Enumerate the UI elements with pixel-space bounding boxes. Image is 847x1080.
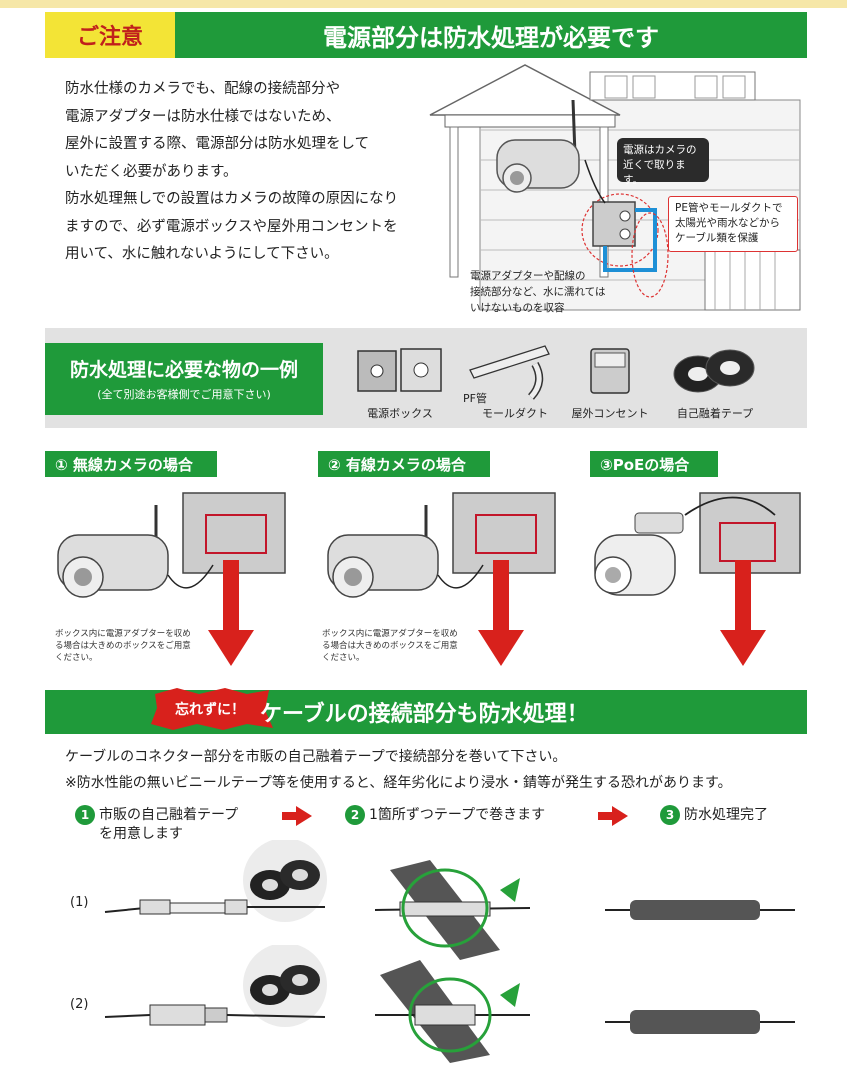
callout-pipe: PE管やモールダクトで 太陽光や雨水などから ケーブル類を保護	[668, 196, 798, 252]
case-label-wireless: ① 無線カメラの場合	[45, 451, 217, 477]
step-number: 2	[345, 805, 365, 825]
body-line: ケーブルのコネクター部分を市販の自己融着テープで接続部分を巻いて下さい。	[65, 749, 567, 765]
row1-step3-illustration	[605, 900, 795, 920]
down-arrow-icon	[720, 560, 766, 666]
pf-pipe-icon	[469, 345, 550, 400]
row1-step2-illustration	[374, 860, 531, 960]
item-label: モールダクト	[482, 407, 548, 420]
item-label: 自己融着テープ	[676, 407, 754, 420]
caution-tag: ご注意	[45, 12, 175, 58]
row2-step3-illustration	[605, 1010, 795, 1034]
intro-line: 防水処理無しでの設置はカメラの故障の原因になり	[65, 191, 399, 207]
down-arrow-icon	[208, 560, 254, 666]
row2-step2-illustration	[375, 960, 530, 1063]
item-label: PF管	[463, 392, 487, 405]
page-title: 電源部分は防水処理が必要です	[323, 23, 659, 52]
right-arrow-icon	[282, 806, 312, 826]
item-label: 屋外コンセント	[571, 407, 649, 420]
section2-body: ケーブルのコネクター部分を市販の自己融着テープで接続部分を巻いて下さい。 ※防水…	[65, 744, 825, 796]
items-title-box: 防水処理に必要な物の一例 (全て別途お客様側でご用意下さい)	[45, 343, 323, 415]
case-note: ボックス内に電源アダプターを収め る場合は大きめのボックスをご用意 ください。	[322, 629, 458, 663]
step-number: 1	[75, 805, 95, 825]
case-poe-illustration	[594, 492, 801, 596]
row-label: (2)	[70, 997, 89, 1012]
intro-line: 電源アダプターは防水仕様ではないため、	[65, 108, 341, 125]
intro-line: ますので、必ず電源ボックスや屋外用コンセントを	[65, 218, 398, 235]
row1-step1-illustration	[104, 840, 327, 922]
intro-text: 防水仕様のカメラでも、配線の接続部分や 電源アダプターは防水仕様ではないため、 …	[65, 76, 425, 269]
item-label: 電源ボックス	[367, 407, 433, 420]
case-wired-illustration	[327, 492, 556, 598]
case-label-wired: ② 有線カメラの場合	[318, 451, 490, 477]
power-box-icon	[357, 348, 442, 392]
row-label: (1)	[70, 895, 89, 910]
step-number: 3	[660, 805, 680, 825]
body-line: ※防水性能の無いビニールテープ等を使用すると、経年劣化により浸水・錆等が発生する…	[65, 775, 732, 791]
down-arrow-icon	[478, 560, 524, 666]
callout-power-near: 電源はカメラの 近くで取ります。	[617, 138, 709, 186]
reminder-badge: 忘れずに！	[175, 702, 245, 718]
right-arrow-icon	[598, 806, 628, 826]
case-note: ボックス内に電源アダプターを収め る場合は大きめのボックスをご用意 ください。	[55, 629, 191, 663]
case-label-poe: ③PoEの場合	[590, 451, 718, 477]
row2-step1-illustration	[104, 945, 327, 1027]
intro-line: 防水仕様のカメラでも、配線の接続部分や	[65, 81, 341, 97]
callout-adapter: 電源アダプターや配線の 接続部分など、水に濡れては いけないものを収容	[470, 270, 606, 314]
case-wireless-illustration	[57, 492, 286, 598]
items-subtitle: (全て別途お客様側でご用意下さい)	[97, 388, 271, 401]
intro-line: いただく必要があります。	[65, 163, 238, 180]
intro-line: 屋外に設置する際、電源部分は防水処理をして	[65, 136, 370, 152]
section2-title: ケーブルの接続部分も防水処理！	[260, 702, 589, 727]
items-title: 防水処理に必要な物の一例	[69, 359, 298, 381]
top-strip	[0, 0, 847, 8]
reminder-badge-shape	[151, 688, 273, 730]
tape-icon	[673, 349, 755, 393]
outdoor-outlet-icon	[590, 348, 630, 394]
intro-line: 用いて、水に触れないようにして下さい。	[65, 246, 339, 262]
